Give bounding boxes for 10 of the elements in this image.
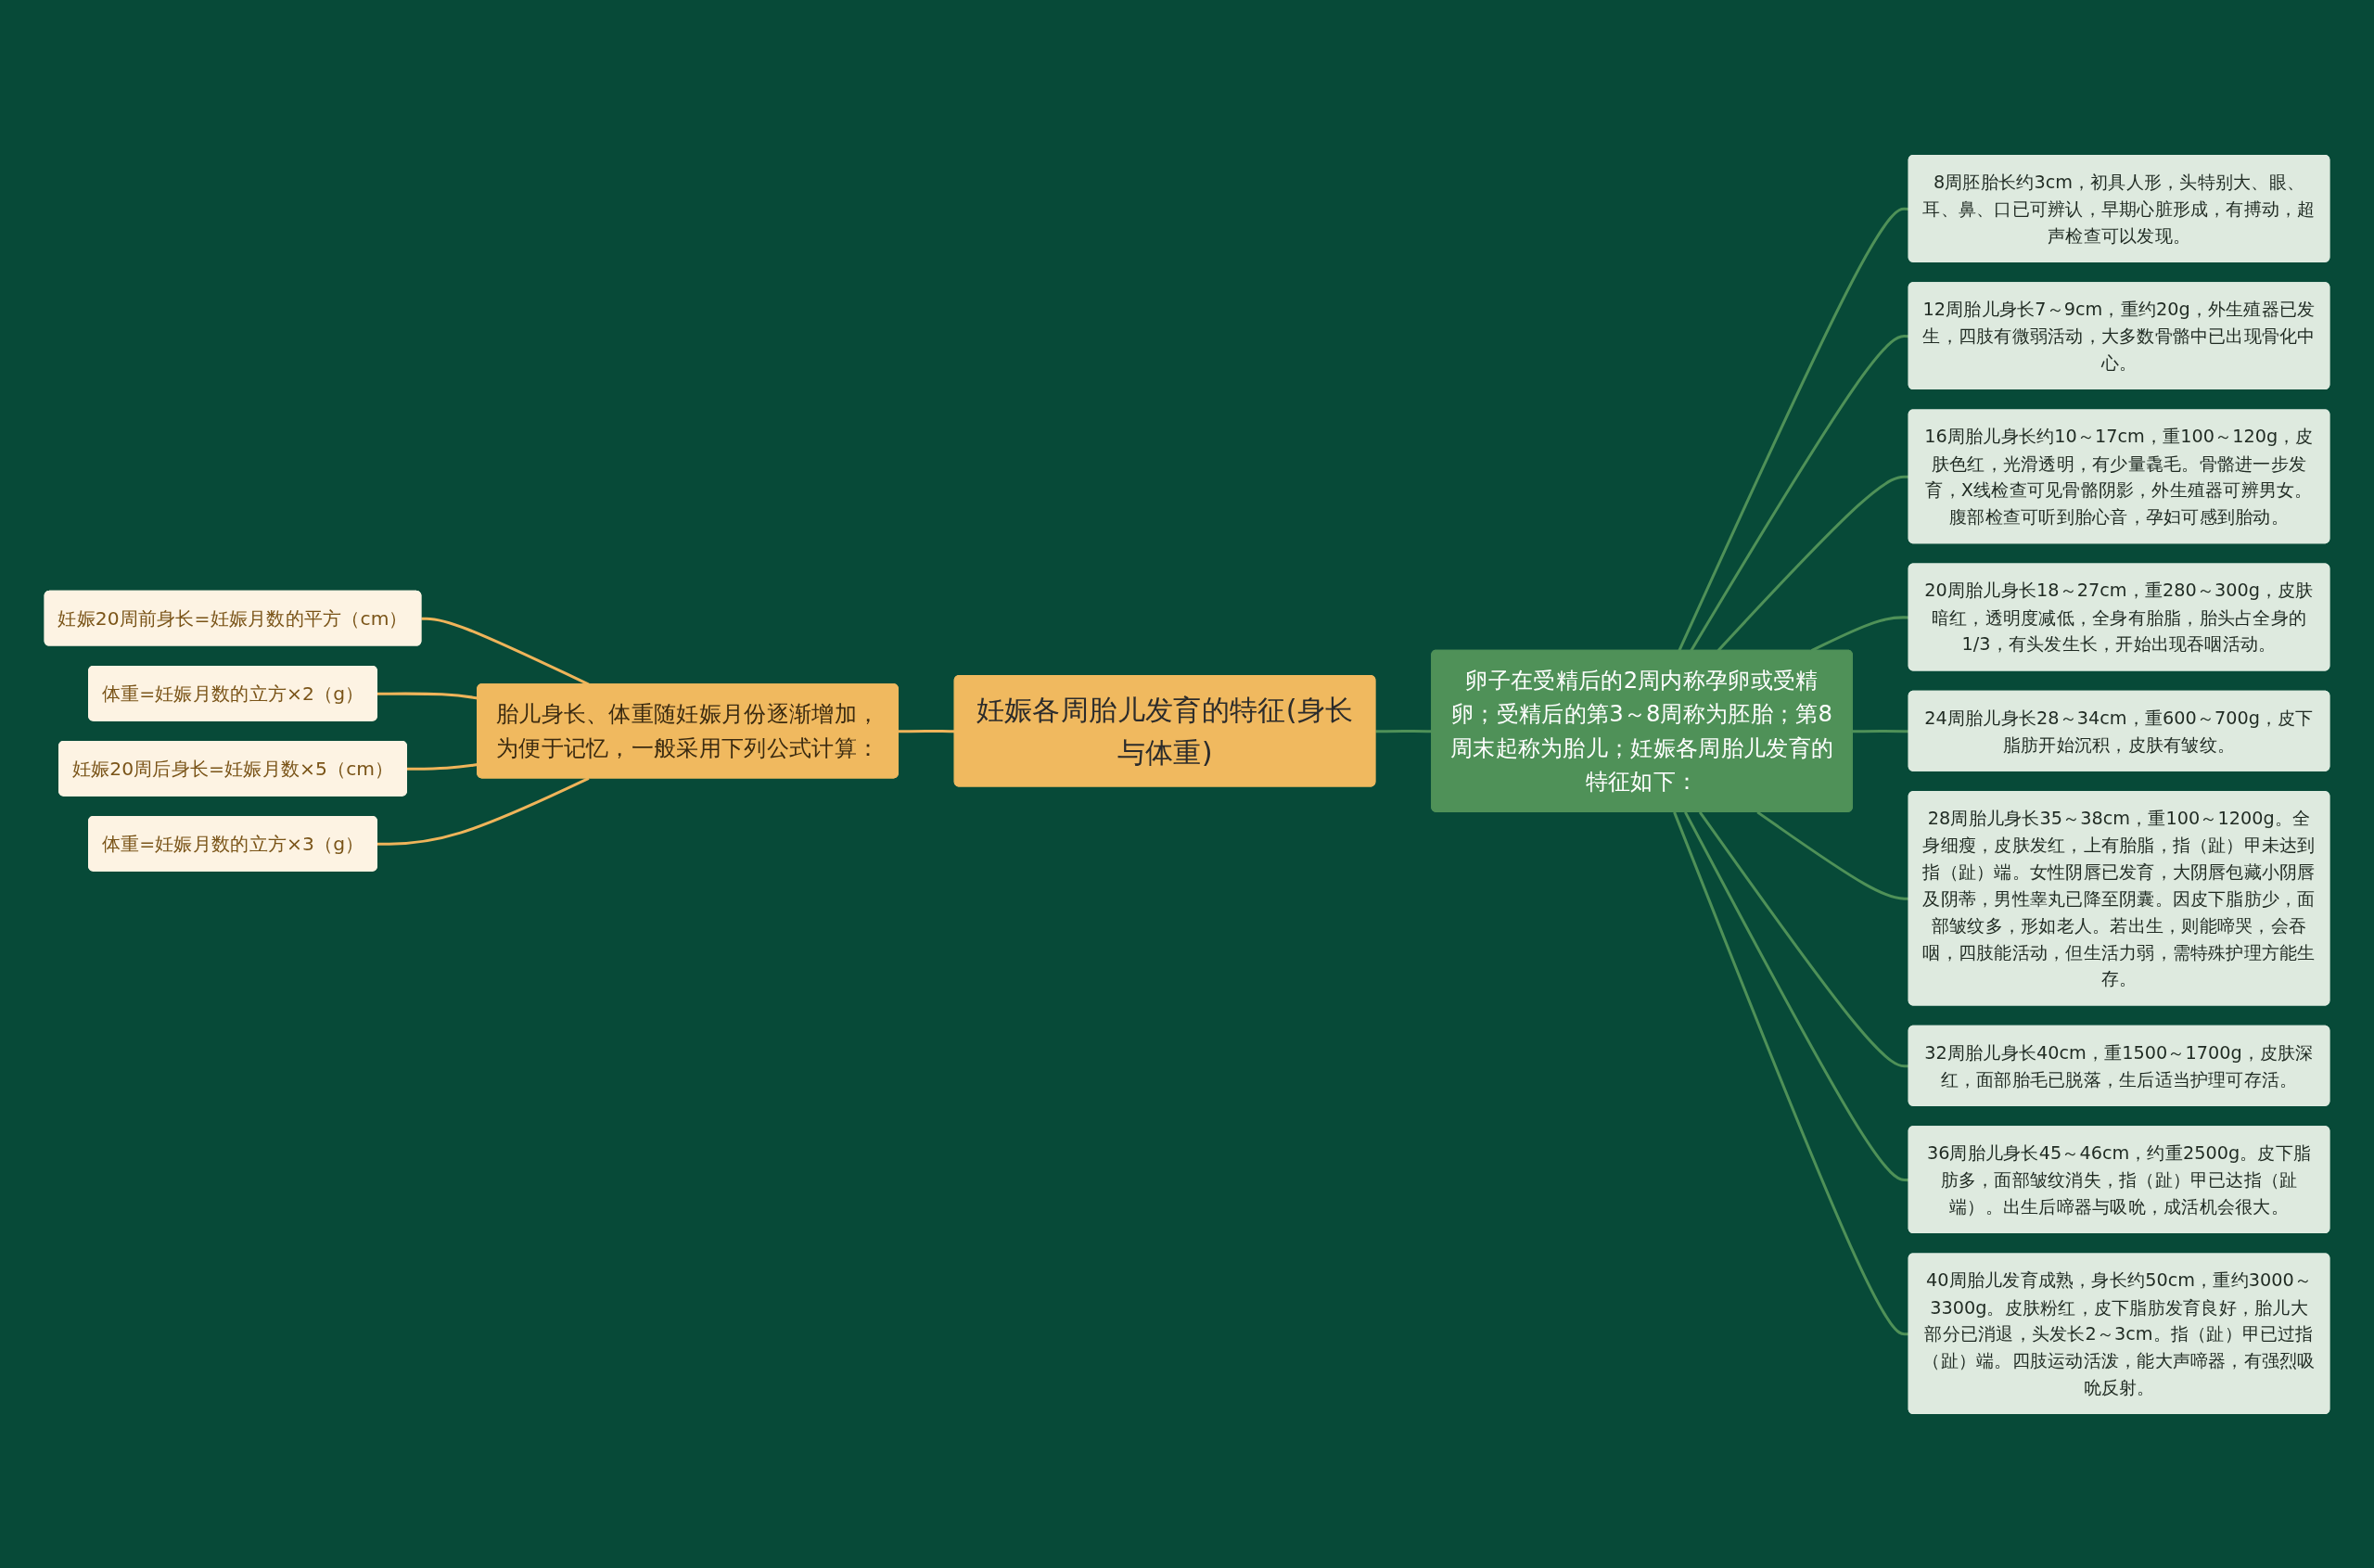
connector: [1678, 207, 1909, 651]
connector: [898, 729, 955, 733]
connector: [1673, 810, 1909, 1335]
connector: [1698, 810, 1909, 1067]
connector: [377, 776, 590, 846]
connector: [421, 617, 590, 685]
connector: [1852, 729, 1909, 733]
connector: [1690, 334, 1909, 651]
connector: [1684, 810, 1909, 1181]
connector: [1756, 810, 1909, 900]
